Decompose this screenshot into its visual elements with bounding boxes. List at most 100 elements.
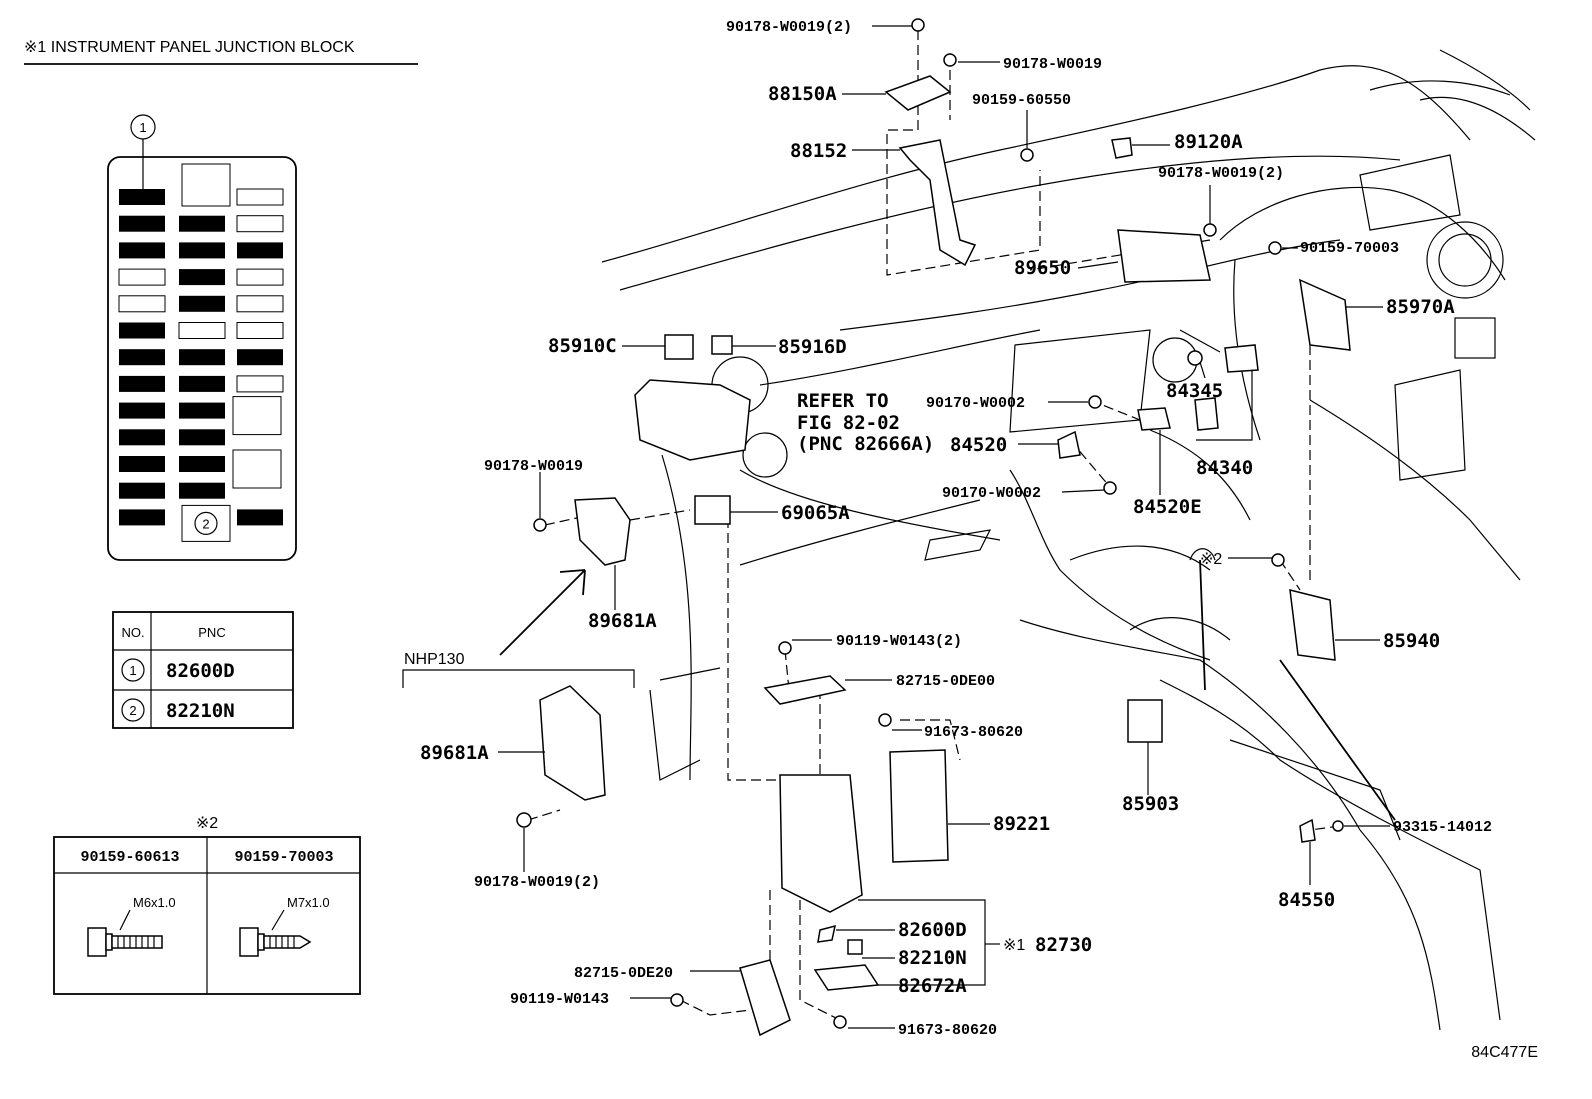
label-90119-w0143-2: 90119-W0143(2) <box>836 633 962 650</box>
fuse-slot-filled <box>237 349 283 366</box>
pnc-row-2-no: 2 <box>129 703 136 718</box>
part-84520e-shape <box>1137 407 1171 431</box>
label-93315-14012: 93315-14012 <box>1393 819 1492 836</box>
label-91673-80620-a: 91673-80620 <box>924 724 1023 741</box>
refer-note-line1: REFER TO <box>797 390 889 412</box>
label-82715-0de00: 82715-0DE00 <box>896 673 995 690</box>
label-82210n: 82210N <box>898 947 967 969</box>
bolt-90119-w0143-shape <box>670 993 684 1007</box>
label-82730: 82730 <box>1035 934 1092 956</box>
pnc-row-2-pnc: 82210N <box>166 700 235 722</box>
part-84345-switch-shape <box>1194 397 1219 431</box>
label-90178-w0019-2-mid: 90178-W0019(2) <box>1158 165 1284 182</box>
refer-note: REFER TO FIG 82-02 (PNC 82666A) <box>797 390 934 455</box>
label-69065a: 69065A <box>781 502 850 524</box>
label-85903: 85903 <box>1122 793 1179 815</box>
relay-slot <box>232 396 282 436</box>
bolt-2-part: 90159-70003 <box>234 849 333 866</box>
fuse-grid: 2 <box>118 163 284 542</box>
fuse-slot-filled <box>119 189 165 205</box>
fuse-slot-filled <box>119 482 165 499</box>
bolt-90159-70003-shape <box>1268 241 1282 255</box>
label-91673-80620-b: 91673-80620 <box>898 1022 997 1039</box>
pnc-table: NO. PNC 1 82600D 2 82210N <box>112 611 294 729</box>
nut-90178-mid-shape <box>1203 223 1217 237</box>
pnc-row-1-circle <box>121 658 145 682</box>
nut-90170-a-shape <box>1088 395 1102 409</box>
fuse-slot-filled <box>179 215 225 232</box>
label-note2-mark: ※2 <box>1200 551 1222 568</box>
nhp130-label: NHP130 <box>404 651 465 668</box>
part-89221-shape <box>889 749 949 863</box>
pnc-table-header-pnc: PNC <box>198 625 225 640</box>
junction-block: 1 2 <box>107 114 297 561</box>
fuse-slot-filled <box>237 242 283 259</box>
label-90170-w0002-a: 90170-W0002 <box>926 395 1025 412</box>
diagram-title: ※1 INSTRUMENT PANEL JUNCTION BLOCK <box>24 39 355 56</box>
fuse-slot-empty <box>236 268 284 286</box>
callout-2-label: 2 <box>202 516 209 531</box>
part-89120a-shape <box>1111 137 1133 159</box>
label-88150a: 88150A <box>768 83 837 105</box>
bolt-note2-shape <box>1271 553 1285 567</box>
part-82715-0de00-shape <box>763 675 847 705</box>
part-85970a-shape <box>1299 278 1351 351</box>
label-89681a-lower: 89681A <box>420 742 489 764</box>
fuse-slot-empty <box>236 215 284 233</box>
label-90119-w0143: 90119-W0143 <box>510 991 609 1008</box>
label-90170-w0002-b: 90170-W0002 <box>942 485 1041 502</box>
fuse-slot-filled <box>179 402 225 419</box>
label-90178-w0019-2-top: 90178-W0019(2) <box>726 19 852 36</box>
nut-90178-top2-shape <box>943 53 957 67</box>
direction-arrow <box>499 569 586 656</box>
label-82715-0de20: 82715-0DE20 <box>574 965 673 982</box>
label-90178-w0019-2-low: 90178-W0019(2) <box>474 874 600 891</box>
junction-block-assembly-shape <box>634 379 751 461</box>
label-90159-70003: 90159-70003 <box>1300 240 1399 257</box>
fuse-slot-filled <box>119 375 165 392</box>
pnc-row-1-no: 1 <box>129 663 136 678</box>
bolt-2-icon <box>239 909 312 957</box>
bolt-2-thread: M7x1.0 <box>287 895 330 910</box>
label-85910c: 85910C <box>548 335 617 357</box>
fuse-slot-empty <box>118 268 166 286</box>
bolt-table-title: ※2 <box>196 815 218 832</box>
fuse-slot-filled <box>119 322 165 339</box>
bolt-1-icon <box>87 909 163 957</box>
fuse-slot-filled <box>119 215 165 232</box>
label-84520e: 84520E <box>1133 496 1202 518</box>
callout-2-box <box>181 504 231 542</box>
part-84550-shape <box>1299 818 1316 843</box>
label-82672a: 82672A <box>898 975 967 997</box>
part-labels: 90178-W0019(2) 90178-W0019 88150A 90159-… <box>420 19 1492 1039</box>
fuse-slot-filled <box>179 349 225 366</box>
fuse-slot-filled <box>179 269 225 286</box>
fuse-slot-empty <box>236 295 284 313</box>
part-89650-shape <box>1117 229 1211 283</box>
callout-1-label: 1 <box>139 120 146 135</box>
part-84340-shape <box>1224 344 1259 373</box>
label-85916d: 85916D <box>778 336 847 358</box>
bolt-1-thread: M6x1.0 <box>133 895 176 910</box>
part-89681a-lower-shape <box>539 685 606 801</box>
part-84520-shape <box>1057 430 1081 459</box>
label-84550: 84550 <box>1278 889 1335 911</box>
part-82210n-shape <box>847 939 863 955</box>
label-90178-w0019-top: 90178-W0019 <box>1003 56 1102 73</box>
fuse-slot-empty <box>118 295 166 313</box>
label-84340: 84340 <box>1196 457 1253 479</box>
part-89681a-upper-shape <box>574 497 631 566</box>
label-89650: 89650 <box>1014 257 1071 279</box>
part-shapes <box>499 18 1351 1037</box>
fuse-slot-filled <box>179 482 225 499</box>
fuse-slot-filled <box>119 349 165 366</box>
part-82600d-shape <box>817 924 836 943</box>
callout-2-circle <box>194 511 218 536</box>
fuse-slot-filled <box>119 509 165 526</box>
leader-lines <box>498 25 1390 1029</box>
pnc-table-header-no: NO. <box>121 625 144 640</box>
junction-block-outline <box>107 156 297 561</box>
part-82715-0de20-shape <box>739 959 791 1037</box>
nut-90178-top-shape <box>911 18 925 32</box>
label-89120a: 89120A <box>1174 131 1243 153</box>
